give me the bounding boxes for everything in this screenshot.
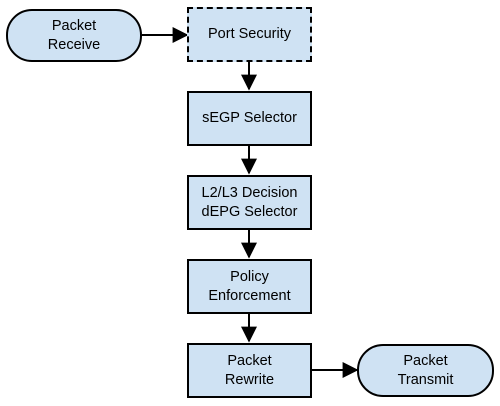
node-packet-receive-line-1: Packet [51, 17, 97, 34]
node-l2l3-decision-line-2: dEPG Selector [201, 203, 298, 220]
node-segp-selector-line-1: sEGP Selector [202, 110, 297, 126]
node-policy-enforcement-line-1: Policy [230, 268, 269, 285]
node-packet-receive: Packet Receive [6, 9, 142, 62]
node-packet-transmit-line-2: Transmit [397, 371, 454, 388]
node-port-security: Port Security [187, 7, 312, 62]
node-l2l3-decision: L2/L3 Decision dEPG Selector [187, 175, 312, 230]
node-packet-transmit-line-1: Packet [403, 352, 448, 369]
node-packet-rewrite-line-1: Packet [227, 352, 272, 369]
node-packet-receive-line-2: Receive [47, 36, 101, 53]
node-segp-selector: sEGP Selector [187, 91, 312, 146]
node-policy-enforcement-line-2: Enforcement [208, 287, 291, 304]
node-policy-enforcement: Policy Enforcement [187, 259, 312, 314]
node-packet-rewrite: Packet Rewrite [187, 343, 312, 398]
node-port-security-line-1: Port Security [208, 26, 291, 42]
node-packet-transmit: Packet Transmit [357, 344, 494, 397]
node-packet-rewrite-line-2: Rewrite [224, 371, 275, 388]
node-l2l3-decision-line-1: L2/L3 Decision [201, 184, 298, 201]
